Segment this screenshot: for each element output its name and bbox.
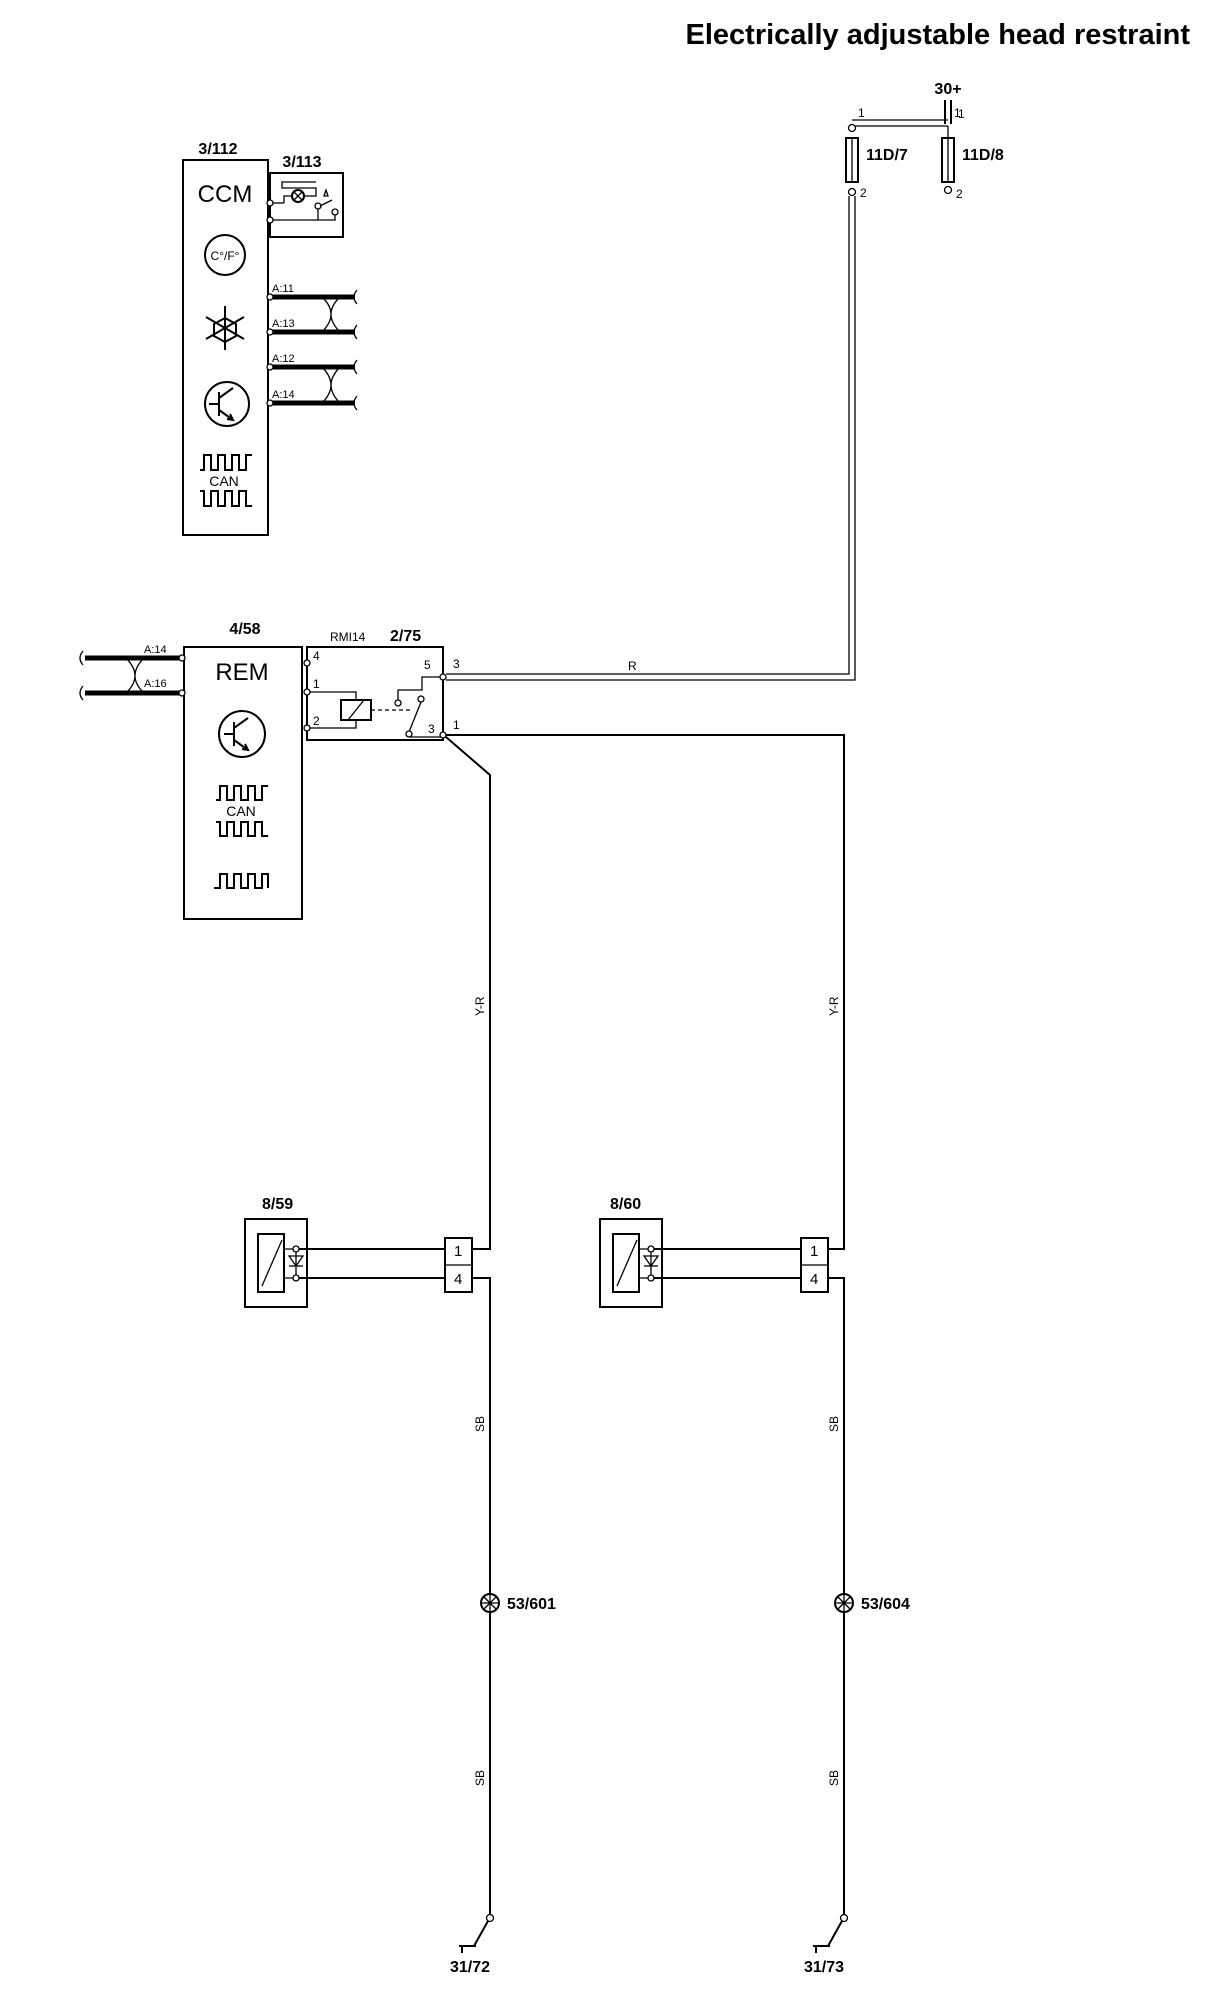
temperature-unit-icon <box>204 234 246 276</box>
wire-sb-right-top: SB <box>827 1416 841 1432</box>
wire-sb-right-bottom: SB <box>827 1770 841 1786</box>
splice-53-604-icon <box>834 1593 854 1613</box>
ground-31-72: 31/72 <box>450 1959 490 1976</box>
wire-yr-left: Y-R <box>445 736 491 1250</box>
rem-can-label: CAN <box>226 803 256 819</box>
rem-conn-a16: A:16 <box>144 678 167 690</box>
fuse-11d8-ref: 11D/8 <box>962 147 1004 164</box>
fuse-11d7-pin-in: 1 <box>858 106 865 120</box>
wire-yr-left-label: Y-R <box>473 996 487 1016</box>
ccm-connectors: A:11 A:13 A:12 A:14 <box>266 283 358 411</box>
ccm-module: 3/112 CCM C°/F° CAN <box>182 141 269 536</box>
ccm-label: CCM <box>198 181 253 208</box>
pwm-signal-icon <box>214 873 269 889</box>
wire-yr-right: Y-R <box>446 734 845 1250</box>
ground-left: SB SB 53/601 31/72 <box>450 1277 556 1976</box>
rem-can-icon <box>216 785 268 837</box>
motor-8-60-pin-4: 4 <box>810 1271 818 1288</box>
motor-8-59-pin-4: 4 <box>454 1271 462 1288</box>
motor-8-59-pin-1: 1 <box>454 1243 462 1260</box>
rem-pin-4: 4 <box>313 649 320 663</box>
fuse-11d7-pin-out: 2 <box>860 186 867 200</box>
motor-8-60: 8/60 1 4 <box>599 1196 829 1308</box>
splice-53-604: 53/604 <box>861 1596 910 1613</box>
splice-53-601: 53/601 <box>507 1596 556 1613</box>
relay-pin-5: 5 <box>424 658 431 672</box>
relay-ref: 2/75 <box>390 628 421 645</box>
supply-label: 30+ <box>934 81 961 98</box>
transistor-icon <box>204 381 250 427</box>
rem-module: 4/58 REM CAN <box>183 621 303 920</box>
fuse-11d7: 1 2 11D/7 <box>845 106 908 200</box>
relay-pin-3-out: 3 <box>428 722 435 736</box>
wire-yr-right-label: Y-R <box>827 996 841 1016</box>
fuse-11d8-pin-in: 1 <box>954 106 961 120</box>
motor-8-59-ref: 8/59 <box>262 1196 293 1213</box>
ccm-ref: 3/112 <box>198 141 237 158</box>
fuse-11d7-ref: 11D/7 <box>866 147 908 164</box>
wire-sb-left-bottom: SB <box>473 1770 487 1786</box>
ground-right: SB SB 53/604 31/73 <box>804 1277 910 1976</box>
rem-pin-1: 1 <box>313 677 320 691</box>
motor-8-59: 8/59 1 4 <box>244 1196 473 1308</box>
wire-supply-r: R <box>446 196 856 681</box>
fuse-11d8-pin-out: 2 <box>956 187 963 201</box>
supply-pin: 1 <box>958 107 965 121</box>
snowflake-icon <box>205 306 245 350</box>
rem-conn-a14: A:14 <box>144 644 167 656</box>
ccm-can-label: CAN <box>209 473 239 489</box>
wire-sb-left-top: SB <box>473 1416 487 1432</box>
relay-name: RMI14 <box>330 630 366 644</box>
splice-53-601-icon <box>480 1593 500 1613</box>
relay-pin-3-in: 3 <box>453 657 460 671</box>
rem-pin-2: 2 <box>313 714 320 728</box>
ground-31-73: 31/73 <box>804 1959 844 1976</box>
relay-pin-1: 1 <box>453 718 460 732</box>
can-bus-icon <box>200 454 252 507</box>
diagram-title: Electrically adjustable head restraint <box>686 19 1191 51</box>
ccm-conn-a11: A:11 <box>272 283 294 295</box>
fuse-11d8: 1 2 11D/8 <box>941 106 1004 201</box>
wire-r-label: R <box>628 659 637 673</box>
rem-ref: 4/58 <box>229 621 260 638</box>
switch-ref: 3/113 <box>282 154 321 171</box>
relay-2-75: RMI14 2/75 4 1 2 5 3 3 1 <box>303 628 460 741</box>
rem-label: REM <box>215 659 268 686</box>
temp-unit-text: C°/F° <box>211 249 240 263</box>
rem-transistor-icon <box>218 710 266 758</box>
ccm-conn-a12: A:12 <box>272 353 295 365</box>
ccm-conn-a13: A:13 <box>272 318 295 330</box>
ccm-conn-a14: A:14 <box>272 389 295 401</box>
rem-connectors: A:14 A:16 <box>79 644 186 701</box>
motor-8-60-pin-1: 1 <box>810 1243 818 1260</box>
motor-8-60-ref: 8/60 <box>610 1196 641 1213</box>
switch-3-113: 3/113 <box>266 154 344 238</box>
